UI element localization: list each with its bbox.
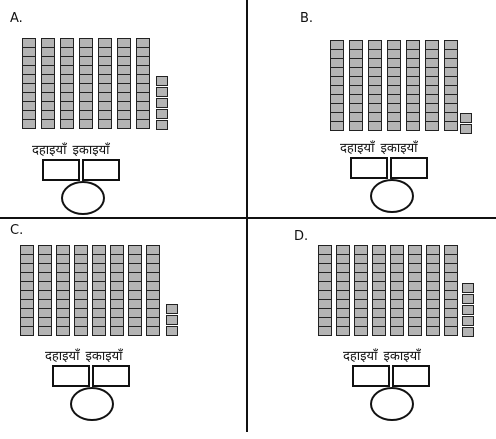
tens-label: दहाइयाँ	[45, 349, 80, 364]
tens-rod	[60, 38, 74, 129]
tens-rod	[330, 40, 344, 131]
tens-rod	[20, 245, 34, 336]
tens-label: दहाइयाँ	[32, 143, 67, 158]
total-answer-oval[interactable]	[370, 387, 414, 421]
ones-label: इकाइयाँ	[383, 349, 421, 364]
tens-rod	[128, 245, 142, 336]
tens-rod	[425, 40, 439, 131]
ones-cube	[156, 98, 168, 108]
ones-label: इकाइयाँ	[85, 349, 123, 364]
tens-rod	[406, 40, 420, 131]
ones-cube	[166, 315, 178, 325]
ones-answer-box[interactable]	[82, 159, 120, 181]
tens-rod	[22, 38, 36, 129]
place-value-labels: दहाइयाँ इकाइयाँ	[32, 140, 116, 158]
tens-rod	[444, 40, 458, 131]
tens-answer-box[interactable]	[42, 159, 80, 181]
tens-answer-box[interactable]	[52, 365, 90, 387]
tens-answer-box[interactable]	[350, 157, 388, 179]
ones-cube	[462, 327, 474, 337]
ones-answer-box[interactable]	[390, 157, 428, 179]
place-value-labels: दहाइयाँ इकाइयाँ	[45, 346, 129, 364]
tens-rod	[98, 38, 112, 129]
tens-label: दहाइयाँ	[340, 141, 375, 156]
ones-answer-box[interactable]	[92, 365, 130, 387]
option-label: B.	[300, 11, 314, 26]
ones-cube	[462, 294, 474, 304]
option-label: A.	[10, 11, 23, 26]
tens-rod	[354, 245, 368, 336]
tens-rod	[444, 245, 458, 336]
ones-cubes	[166, 304, 178, 337]
tens-rod	[110, 245, 124, 336]
ones-cube	[156, 120, 168, 130]
ones-answer-box[interactable]	[392, 365, 430, 387]
place-value-labels: दहाइयाँ इकाइयाँ	[343, 346, 427, 364]
tens-rod	[390, 245, 404, 336]
total-answer-oval[interactable]	[61, 181, 105, 215]
ones-cube	[156, 87, 168, 97]
total-answer-oval[interactable]	[370, 179, 414, 213]
ones-cube	[460, 124, 472, 134]
tens-rod	[372, 245, 386, 336]
option-a-panel[interactable]: A. दहाइयाँ इकाइयाँ	[0, 0, 240, 215]
tens-rod	[408, 245, 422, 336]
ones-cube	[462, 283, 474, 293]
place-value-labels: दहाइयाँ इकाइयाँ	[340, 138, 424, 156]
ones-label: इकाइयाँ	[72, 143, 110, 158]
ones-cubes	[462, 283, 474, 338]
option-d-panel[interactable]: D. दहाइयाँ इकाइयाँ	[250, 220, 490, 430]
option-b-panel[interactable]: B. दहाइयाँ इकाइयाँ	[250, 0, 490, 213]
ones-cube	[460, 113, 472, 123]
ones-cubes	[156, 76, 168, 131]
tens-rod	[41, 38, 55, 129]
ones-cube	[156, 76, 168, 86]
tens-rod	[146, 245, 160, 336]
ones-label: इकाइयाँ	[380, 141, 418, 156]
option-c-panel[interactable]: C. दहाइयाँ इकाइयाँ	[0, 220, 240, 430]
option-label: D.	[294, 229, 309, 244]
horizontal-divider	[0, 217, 496, 219]
tens-rod	[136, 38, 150, 129]
tens-rod	[38, 245, 52, 336]
option-label: C.	[10, 223, 24, 238]
tens-answer-box[interactable]	[352, 365, 390, 387]
tens-rod	[92, 245, 106, 336]
tens-rod	[79, 38, 93, 129]
tens-rod	[56, 245, 70, 336]
vertical-divider	[246, 0, 248, 432]
tens-rod	[368, 40, 382, 131]
tens-rod	[426, 245, 440, 336]
tens-label: दहाइयाँ	[343, 349, 378, 364]
ones-cube	[166, 326, 178, 336]
tens-rod	[336, 245, 350, 336]
ones-cube	[462, 305, 474, 315]
ones-cubes	[460, 113, 472, 135]
tens-rod	[74, 245, 88, 336]
tens-rod	[349, 40, 363, 131]
tens-rod	[387, 40, 401, 131]
ones-cube	[156, 109, 168, 119]
total-answer-oval[interactable]	[70, 387, 114, 421]
ones-cube	[166, 304, 178, 314]
tens-rod	[318, 245, 332, 336]
tens-rod	[117, 38, 131, 129]
ones-cube	[462, 316, 474, 326]
